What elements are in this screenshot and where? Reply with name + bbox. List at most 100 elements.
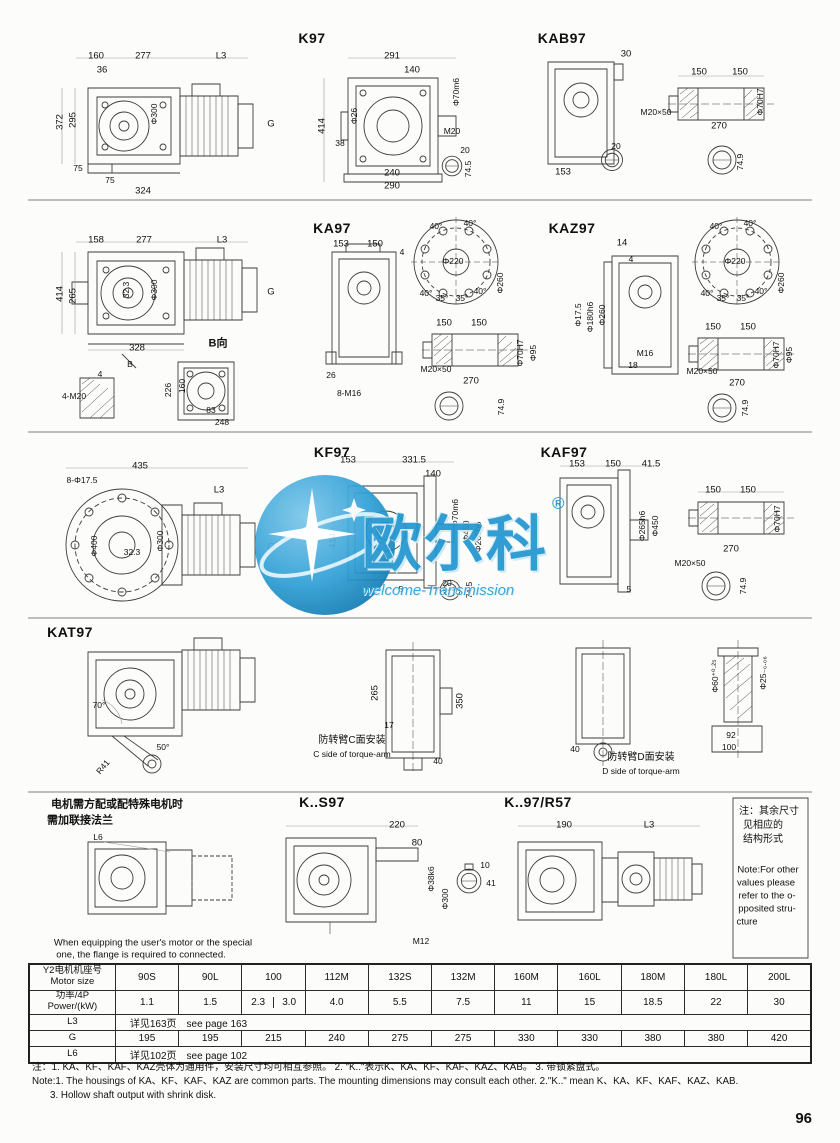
dim-label: 270: [723, 543, 739, 555]
table-cell: 112M: [304, 963, 369, 991]
dim-label: 75: [73, 162, 83, 173]
table-cell: 275: [430, 1029, 496, 1047]
dim-label: 5: [398, 583, 404, 594]
table-cell: 275: [367, 1029, 433, 1047]
dim-label: 电机需方配或配特殊电机时: [51, 798, 183, 811]
dim-label: Φ60⁺⁰·²⁵: [709, 659, 720, 693]
dim-label: M16: [636, 347, 654, 358]
dim-label: 32.3: [123, 546, 141, 557]
dim-label: 35°: [455, 292, 469, 303]
dim-label: L3: [213, 484, 225, 496]
drawing-title: K..S97: [299, 794, 345, 810]
dim-label: 248: [214, 416, 230, 427]
dim-label: Φ95: [527, 344, 538, 362]
dim-label: 需加联接法兰: [47, 814, 113, 827]
drawing-title: K97: [298, 30, 326, 46]
dim-label: Φ70H7: [514, 339, 525, 367]
dim-label: 4: [628, 253, 634, 264]
dim-label: 14: [616, 237, 628, 249]
table-cell: 90S: [114, 963, 180, 991]
dim-label: Φ70H7: [771, 505, 782, 533]
dim-label: Φ180h6: [584, 301, 595, 333]
dim-label: 150: [740, 321, 756, 333]
dim-label: Φ95: [783, 346, 794, 364]
dim-label: M20×50: [674, 557, 706, 568]
dim-label: 20: [611, 140, 621, 151]
dim-label: 290: [384, 180, 400, 192]
dim-label: Φ17.5: [572, 303, 583, 327]
kat97-shrink-disk-drawing: [712, 640, 762, 760]
dim-label: Φ260: [494, 272, 505, 294]
dim-label: 160: [176, 378, 187, 394]
table-cell: 30: [747, 989, 812, 1015]
dim-label: one, the flange is required to connected…: [56, 949, 226, 961]
table-cell: 5.5: [367, 989, 433, 1015]
k97-front-view-drawing: [341, 78, 463, 182]
dim-label: 20: [460, 144, 470, 155]
dim-label: Φ70m6: [449, 498, 460, 528]
table-cell: 90L: [178, 963, 243, 991]
dim-label: 32.3: [120, 281, 131, 299]
dim-label: M20×50: [640, 106, 672, 117]
dim-label: 435: [132, 460, 148, 472]
dim-label: When equipping the user's motor or the s…: [53, 937, 253, 949]
dim-label: 414: [327, 533, 339, 549]
table-cell: 1.5: [178, 989, 243, 1015]
dim-label: 4: [399, 246, 405, 257]
footnote-line-cn: 注：1. KA、KF、KAF、KAZ壳体为通用件，安装尺寸均可相互参照。 2. …: [32, 1062, 606, 1073]
table-cell: 132M: [430, 963, 496, 991]
dim-label: 40°: [429, 220, 443, 231]
dim-label: 414: [54, 286, 66, 302]
dim-label: M20×50: [686, 365, 718, 376]
kab97-drawing: [548, 62, 775, 175]
dim-label: 75: [105, 174, 115, 185]
table-row-header: L3: [28, 1013, 116, 1031]
page-number: 96: [795, 1110, 812, 1127]
dim-label: 100: [721, 741, 737, 752]
dim-label: 74.5: [462, 160, 473, 178]
dim-label: 10: [480, 859, 490, 870]
dim-label: 150: [740, 484, 756, 496]
table-row-header: G: [28, 1029, 116, 1047]
table-cell: 330: [494, 1029, 559, 1047]
dim-label: 270: [463, 375, 479, 387]
ka97-flange-section-drawing: [80, 378, 114, 418]
dim-label: 265: [369, 685, 381, 701]
dim-label: 150: [605, 458, 621, 470]
dim-label: 74.9: [495, 398, 506, 416]
flange-adapter-drawing: [88, 842, 232, 914]
dim-label: 295: [67, 112, 79, 128]
dim-label: 40°: [463, 217, 477, 228]
dim-label: R41: [93, 757, 112, 777]
dim-label: 36: [96, 64, 108, 76]
dim-label: 8-Φ17.5: [66, 474, 98, 485]
table-cell: 4.0: [304, 989, 369, 1015]
dim-label: 4-M20: [61, 390, 87, 401]
table-cell: 160M: [494, 963, 559, 991]
dim-label: 74.9: [734, 153, 745, 171]
drawing-title: KF97: [313, 444, 351, 460]
ka97-bview-drawing: [178, 362, 234, 420]
dim-label: 40°: [709, 220, 723, 231]
dim-label: 41: [486, 877, 496, 888]
dim-label: 324: [135, 185, 151, 197]
dim-label: 270: [711, 120, 727, 132]
dim-label: Φ265h6: [636, 510, 647, 542]
dim-label: 270: [729, 377, 745, 389]
dim-label: 140: [425, 468, 441, 480]
dim-label: 150: [436, 317, 452, 329]
dim-label: L3: [216, 234, 228, 246]
kat97-side-view-drawing: [88, 637, 256, 773]
drawing-title: KAT97: [47, 624, 93, 640]
dim-label: 40°: [473, 285, 487, 296]
dim-label: 153: [340, 454, 356, 466]
table-cell: 22: [683, 989, 749, 1015]
